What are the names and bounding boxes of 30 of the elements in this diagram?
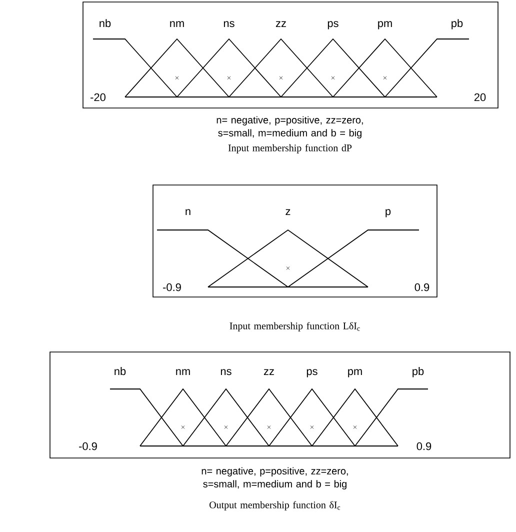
- set-label: pb: [452, 19, 463, 30]
- axis-limit: -0.9: [163, 283, 181, 292]
- set-label: nb: [100, 19, 111, 28]
- axis-limit: -20: [90, 93, 106, 102]
- plot-caption: Input membership function dP: [228, 144, 352, 154]
- set-label: nb: [114, 367, 126, 376]
- axis-limit: 0.9: [414, 283, 430, 292]
- set-label: nm: [176, 369, 190, 375]
- axis-limit: 20: [474, 93, 486, 102]
- set-label: ps: [328, 21, 338, 30]
- axis-limit: 0.9: [416, 442, 432, 450]
- plot-panel: [152, 184, 438, 298]
- plot-panel: [50, 352, 510, 458]
- set-label: ns: [220, 369, 232, 376]
- set-label: zz: [264, 369, 274, 375]
- legend-note: n= negative, p=positive, zz=zero, s=small, m=medium and b = big: [202, 467, 348, 490]
- plot-panel: [82, 2, 498, 108]
- set-label: n: [186, 209, 190, 215]
- plot-caption: Output membership function δI$_{c}$: [210, 501, 340, 510]
- plot-caption: Input membership function LδI$_{c}$: [230, 322, 360, 332]
- set-label: pm: [348, 369, 362, 378]
- axis-limit: -0.9: [79, 442, 97, 450]
- set-label: ps: [306, 369, 318, 378]
- set-label: zz: [276, 21, 286, 27]
- set-label: p: [386, 209, 391, 218]
- set-label: ns: [224, 21, 234, 28]
- set-label: z: [286, 209, 290, 215]
- set-label: pm: [378, 21, 392, 30]
- set-label: nm: [170, 21, 184, 27]
- set-label: pb: [412, 367, 424, 378]
